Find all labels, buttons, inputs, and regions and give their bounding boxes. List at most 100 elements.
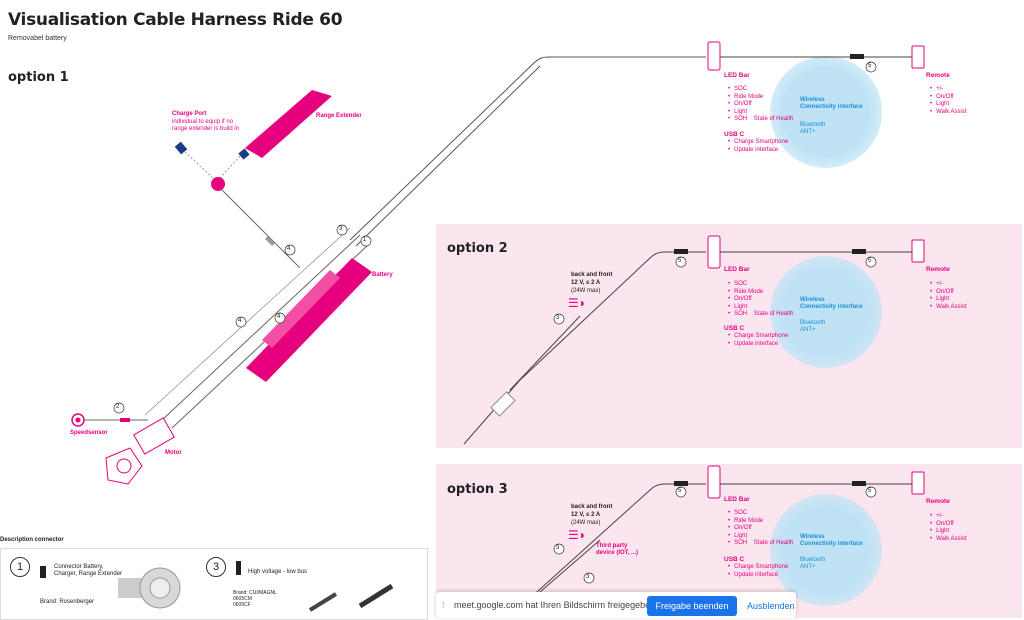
share-message: meet.google.com hat Ihren Bildschirm fre… xyxy=(454,600,658,610)
back-front-3c: (24W max) xyxy=(571,520,601,526)
connector-3-icon xyxy=(236,561,241,575)
motor-label: Motor xyxy=(165,450,182,456)
headlight-icon: ☰◗ xyxy=(568,296,587,310)
remote-item: Walk Assist xyxy=(930,536,966,544)
led-items-2: SOC Ride Mode On/Off Light SOH State of … xyxy=(728,281,793,319)
usb-item: Update interface xyxy=(728,147,788,155)
led-item: On/Off xyxy=(728,101,793,109)
legend-c3-text: High voltage - low bus xyxy=(248,569,308,575)
speedsensor-label: Speedsensor xyxy=(70,430,108,436)
legend-header: Description connector xyxy=(0,537,64,543)
back-front-2c: (24W max) xyxy=(571,288,601,294)
bluetooth-1: Bluetooth xyxy=(800,122,826,128)
remote-item: +/- xyxy=(930,513,967,521)
conn-num-3d: 3 xyxy=(586,574,590,580)
remote-label-1: Remote xyxy=(926,72,950,79)
charge-port-desc2: range extender is build in xyxy=(172,126,240,132)
connector-1-icon xyxy=(40,566,46,578)
led-item: On/Off xyxy=(728,296,793,304)
conn-num-3b: 3 xyxy=(556,315,560,321)
conn-num-3a: 3 xyxy=(339,226,343,232)
usb-c-label-2: USB C xyxy=(724,325,745,332)
back-front-3b: 12 V, ≤ 2 A xyxy=(571,512,601,518)
connector-3-image xyxy=(308,583,394,612)
usb-item: Charge Smartphone xyxy=(728,139,788,147)
connector-1-image xyxy=(118,567,181,609)
third-party-a: Third party xyxy=(596,543,628,549)
usb-item: Charge Smartphone xyxy=(728,333,788,341)
led-item: SOH State of Health xyxy=(728,540,793,548)
option-3-label: option 3 xyxy=(447,482,508,497)
legend-num-3: 3 xyxy=(206,557,226,577)
wireless-title-2a: Wireless xyxy=(800,297,825,303)
ant-3: ANT+ xyxy=(800,564,816,570)
usb-item: Charge Smartphone xyxy=(728,564,788,572)
usb-items-3: Charge Smartphone Update interface xyxy=(728,564,788,579)
remote-label-3: Remote xyxy=(926,498,950,505)
usb-c-label-3: USB C xyxy=(724,556,745,563)
conn-num-2: 2 xyxy=(116,404,120,410)
conn-num-4a: 4 xyxy=(287,246,291,252)
remote-items-2: +/- On/Off Light Walk Assist xyxy=(930,281,967,312)
range-extender-label: Range Extender xyxy=(316,113,362,119)
led-items-3: SOC Ride Mode On/Off Light SOH State of … xyxy=(728,510,793,548)
remote-item: +/- xyxy=(930,86,967,94)
stop-sharing-button[interactable]: Freigabe beenden xyxy=(647,596,737,616)
remote-item: Walk Assist xyxy=(930,304,966,312)
led-item: Light xyxy=(728,109,793,117)
conn-num-5c: 5 xyxy=(868,258,872,264)
legend-c1-text2: Charger, Range Extender xyxy=(54,571,123,577)
remote-item: +/- xyxy=(930,281,967,289)
page-subtitle: Removabel battery xyxy=(8,35,67,42)
led-item: Ride Mode xyxy=(728,94,793,102)
page-title: Visualisation Cable Harness Ride 60 xyxy=(8,10,343,30)
hide-button[interactable]: Ausblenden xyxy=(741,596,795,616)
charge-port-label: Charge Port xyxy=(172,111,207,117)
drag-handle-icon[interactable]: ⁞ xyxy=(442,600,445,610)
ant-1: ANT+ xyxy=(800,129,816,135)
remote-item: Light xyxy=(930,296,967,304)
remote-item: Light xyxy=(930,528,967,536)
led-items-1: SOC Ride Mode On/Off Light SOH State of … xyxy=(728,86,793,124)
led-item: SOH State of Health xyxy=(728,116,793,124)
legend-c1-text1: Connector Battery, xyxy=(54,564,104,570)
remote-item: On/Off xyxy=(930,521,967,529)
conn-num-4c: 4 xyxy=(277,314,281,320)
usb-item: Update interface xyxy=(728,341,788,349)
conn-num-3c: 3 xyxy=(556,545,560,551)
legend-num-1: 1 xyxy=(10,557,30,577)
bluetooth-2: Bluetooth xyxy=(800,320,826,326)
third-party-b: device (IOT, ...) xyxy=(596,550,639,556)
led-item: On/Off xyxy=(728,525,793,533)
remote-item: On/Off xyxy=(930,94,967,102)
conn-num-5e: 5 xyxy=(868,488,872,494)
led-item: SOC xyxy=(728,510,793,518)
legend-c1-brand: Brand: Rosenberger xyxy=(40,599,95,605)
back-front-2b: 12 V, ≤ 2 A xyxy=(571,280,601,286)
remote-items-1: +/- On/Off Light Walk Assist xyxy=(930,86,967,116)
led-bar-label-3: LED Bar xyxy=(724,496,750,503)
legend-c3-brand: Brand: CUI/MAGNL 0605CM 0605CF xyxy=(233,590,277,608)
led-item: Ride Mode xyxy=(728,518,793,526)
wireless-title-3a: Wireless xyxy=(800,534,825,540)
wireless-title-3b: Connectivity interface xyxy=(800,541,863,547)
usb-items-2: Charge Smartphone Update interface xyxy=(728,333,788,348)
conn-num-4b: 4 xyxy=(238,318,242,324)
led-item: Light xyxy=(728,304,793,312)
led-item: Light xyxy=(728,533,793,541)
battery-label: Battery xyxy=(372,272,393,278)
wireless-title-1a: Wireless xyxy=(800,97,825,103)
remote-label-2: Remote xyxy=(926,266,950,273)
conn-num-5d: 5 xyxy=(678,488,682,494)
battery-tube xyxy=(144,227,369,429)
option-1-label: option 1 xyxy=(8,70,69,85)
conn-num-5b: 5 xyxy=(678,258,682,264)
remote-item: On/Off xyxy=(930,289,967,297)
remote-items-3: +/- On/Off Light Walk Assist xyxy=(930,513,967,544)
bluetooth-3: Bluetooth xyxy=(800,557,826,563)
conn-num-5a: 5 xyxy=(868,63,872,69)
wireless-title-1b: Connectivity interface xyxy=(800,104,863,110)
led-bar-label-2: LED Bar xyxy=(724,266,750,273)
conn-num-1: 1 xyxy=(363,237,367,243)
